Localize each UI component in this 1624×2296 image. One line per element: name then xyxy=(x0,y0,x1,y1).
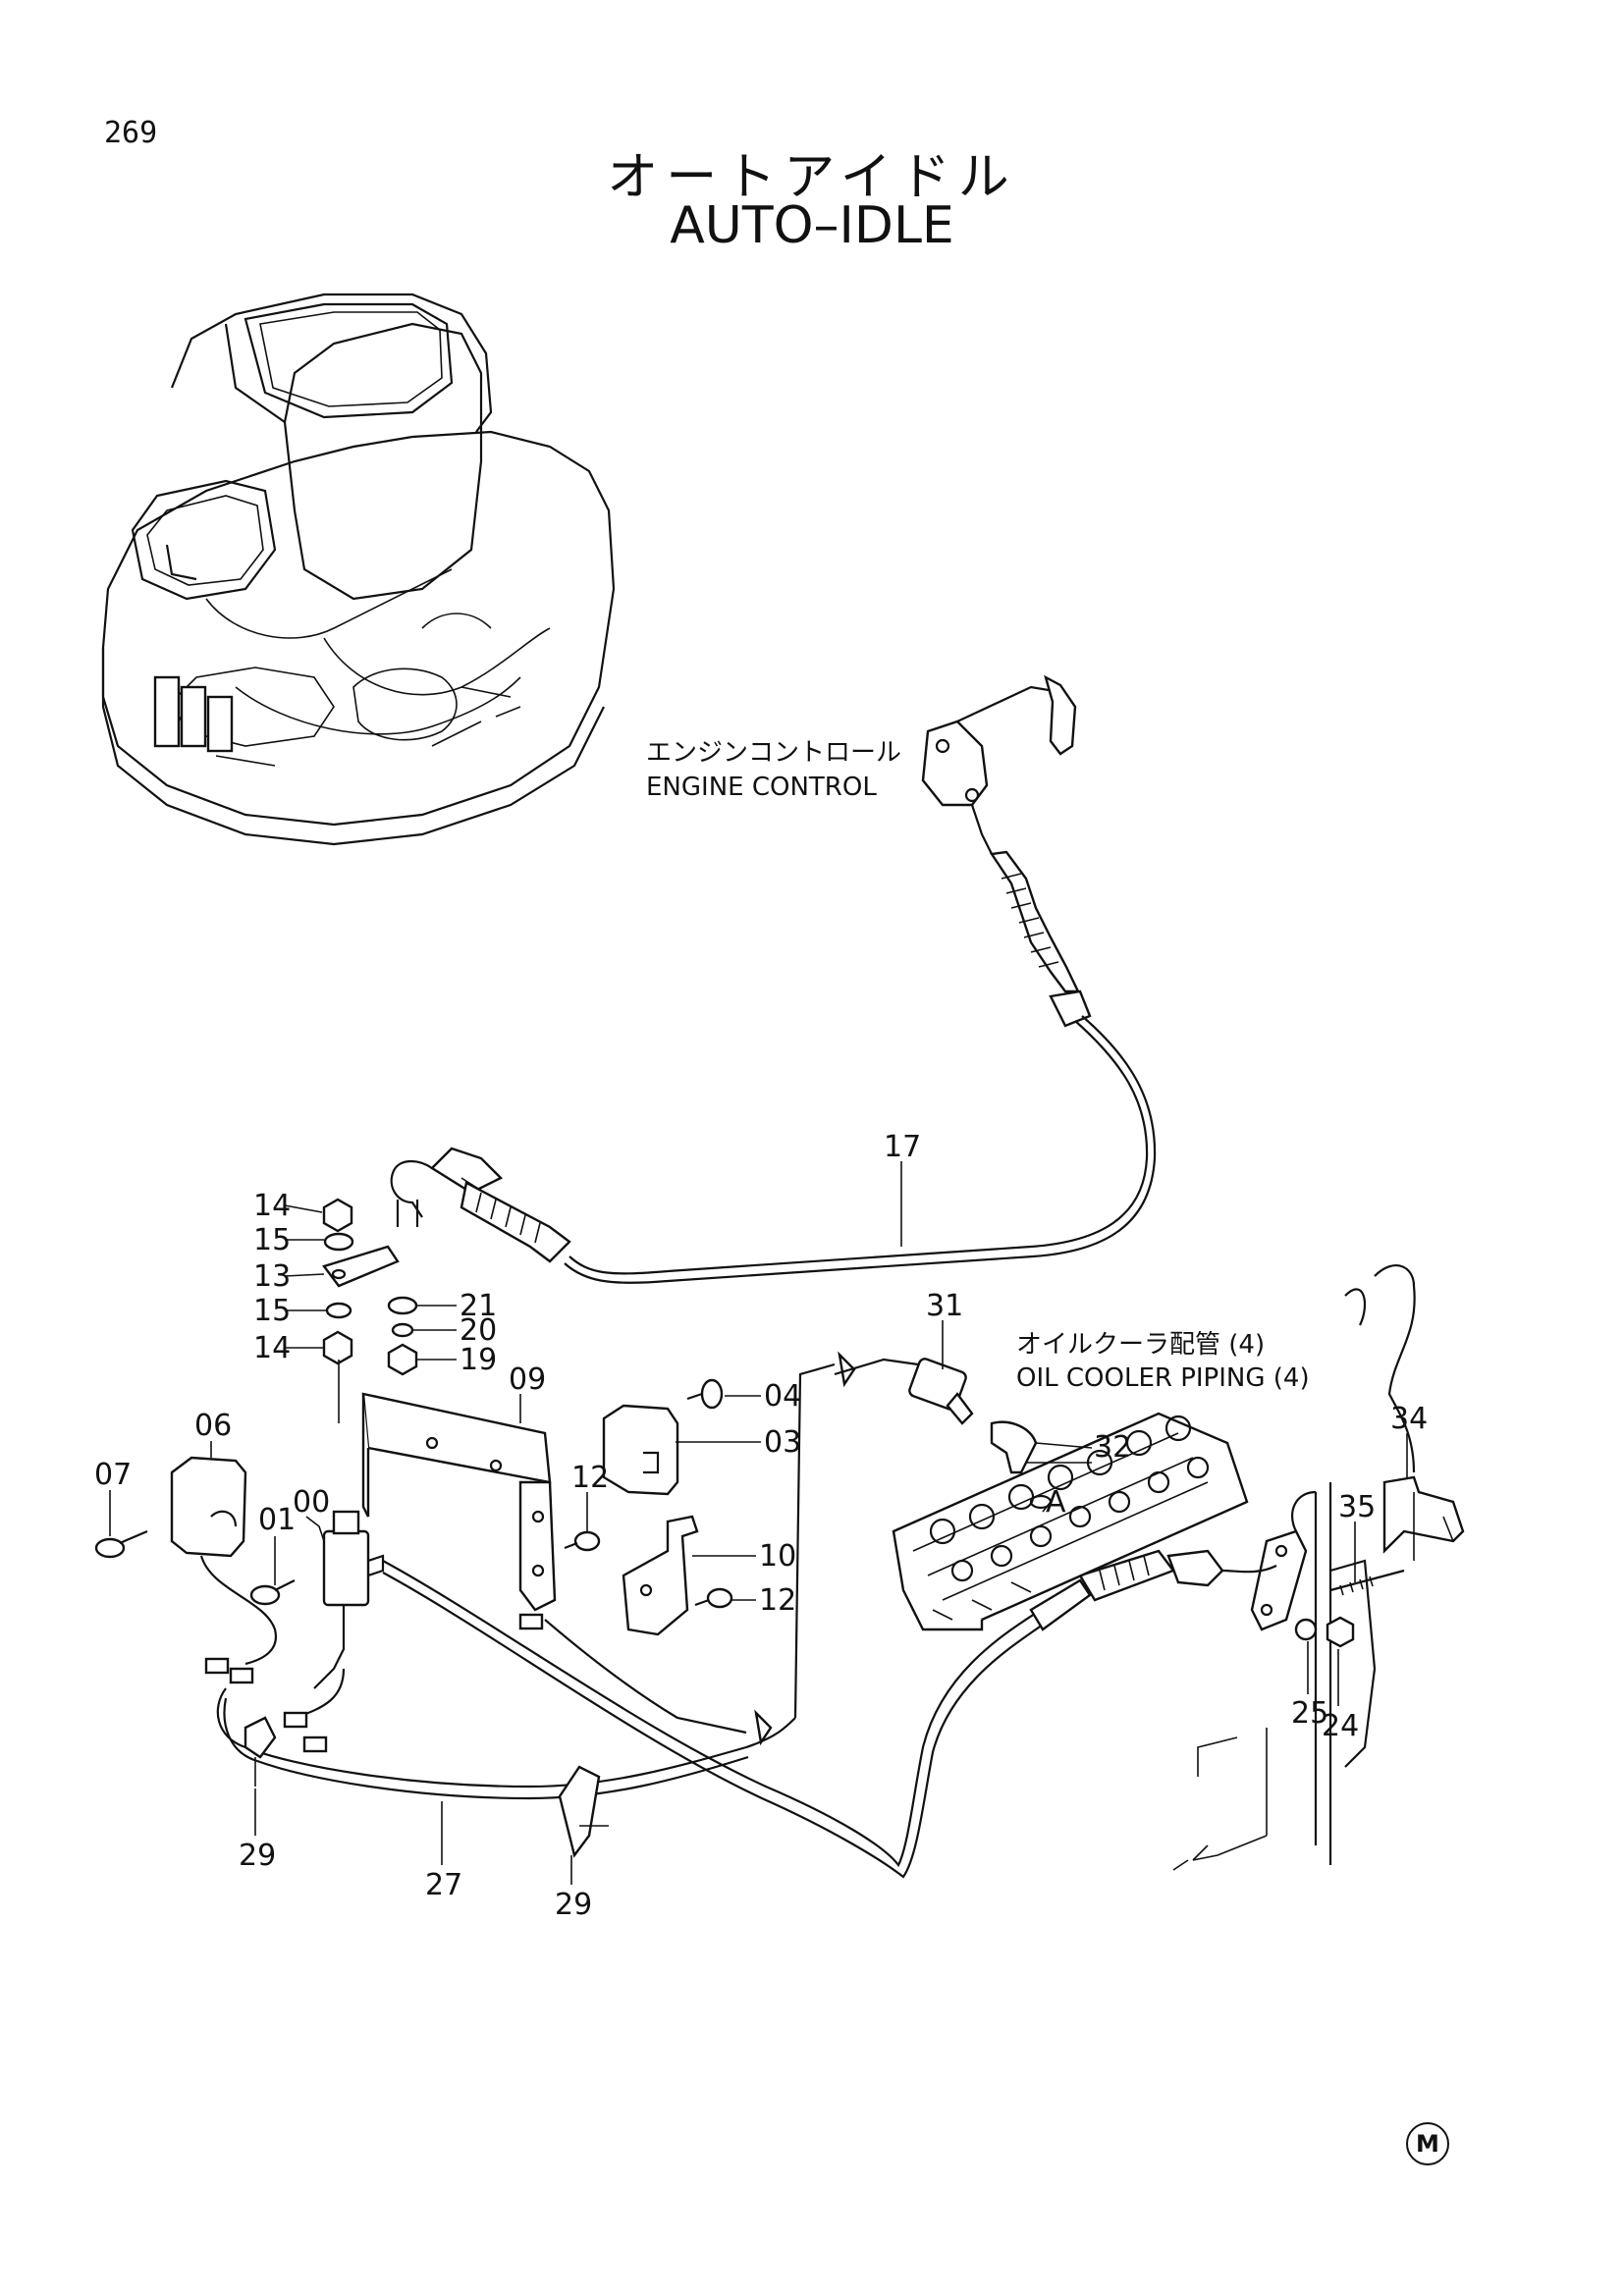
hardware-stack xyxy=(322,1198,418,1423)
callout-20: 20 xyxy=(460,1313,497,1348)
harness-27 xyxy=(199,1351,856,1800)
pressure-sensor-31 xyxy=(834,1358,974,1425)
title-japanese: オートアイドル xyxy=(607,148,1017,207)
note-oil-cooler-en: OIL COOLER PIPING (4) xyxy=(1016,1363,1310,1393)
callout-34: 34 xyxy=(1390,1402,1428,1436)
callout-15-bottom: 15 xyxy=(253,1294,291,1328)
detail-label-a: A xyxy=(1046,1485,1066,1520)
callout-14-bottom: 14 xyxy=(253,1331,291,1365)
callout-09: 09 xyxy=(509,1362,546,1397)
note-oil-cooler-jp: オイルクーラ配管 (4) xyxy=(1016,1330,1265,1360)
note-engine-control-jp: エンジンコントロール xyxy=(646,738,901,768)
cover-03 xyxy=(602,1404,679,1496)
callout-32: 32 xyxy=(1094,1430,1131,1465)
callout-06: 06 xyxy=(194,1409,232,1443)
control-valve xyxy=(892,1412,1249,1631)
callout-17: 17 xyxy=(884,1130,921,1164)
bolt-01 xyxy=(249,1579,296,1606)
callout-07: 07 xyxy=(94,1458,132,1492)
callout-10: 10 xyxy=(759,1539,796,1574)
bolt-07 xyxy=(94,1529,148,1559)
callout-04: 04 xyxy=(764,1379,801,1414)
callout-24: 24 xyxy=(1322,1709,1359,1743)
page-number: 269 xyxy=(104,116,158,150)
pump-lever-assembly xyxy=(1172,1264,1465,1871)
engine-control-lever xyxy=(921,674,1077,855)
callout-19: 19 xyxy=(460,1343,497,1377)
callout-00: 00 xyxy=(293,1485,330,1520)
title-english: AUTO–IDLE xyxy=(670,196,954,255)
clamp-29-left xyxy=(244,1716,277,1787)
bracket-10 xyxy=(622,1515,699,1636)
callout-29-right: 29 xyxy=(555,1888,592,1922)
callout-12-lower: 12 xyxy=(759,1583,796,1618)
callout-13: 13 xyxy=(253,1259,291,1294)
engine-control-cable xyxy=(390,850,1157,1284)
callout-25: 25 xyxy=(1291,1696,1328,1731)
callout-31: 31 xyxy=(926,1289,963,1323)
callout-35: 35 xyxy=(1338,1490,1376,1524)
cover-06 xyxy=(170,1456,247,1558)
callout-01: 01 xyxy=(258,1503,296,1537)
callout-29-left: 29 xyxy=(239,1839,276,1873)
bolt-12-upper xyxy=(564,1530,601,1552)
bolt-12-lower xyxy=(694,1587,733,1609)
callout-14-top: 14 xyxy=(253,1189,291,1223)
clamp-29-right xyxy=(558,1765,609,1858)
bracket-09 xyxy=(361,1392,557,1612)
leader-lines xyxy=(109,1161,1408,1885)
callout-12-upper: 12 xyxy=(571,1461,609,1495)
fitting-32 xyxy=(990,1420,1038,1474)
callout-15-top: 15 xyxy=(253,1223,291,1257)
callout-21: 21 xyxy=(460,1289,497,1323)
note-engine-control-en: ENGINE CONTROL xyxy=(646,773,877,802)
callout-03: 03 xyxy=(764,1425,801,1460)
machine-body-drawing xyxy=(101,293,616,846)
bolt-04 xyxy=(686,1378,724,1410)
manufacturer-mark: M xyxy=(1406,2122,1449,2165)
switch-00 xyxy=(313,1510,385,1689)
callout-27: 27 xyxy=(425,1868,462,1902)
auto-idle-cable xyxy=(382,1549,1224,1879)
